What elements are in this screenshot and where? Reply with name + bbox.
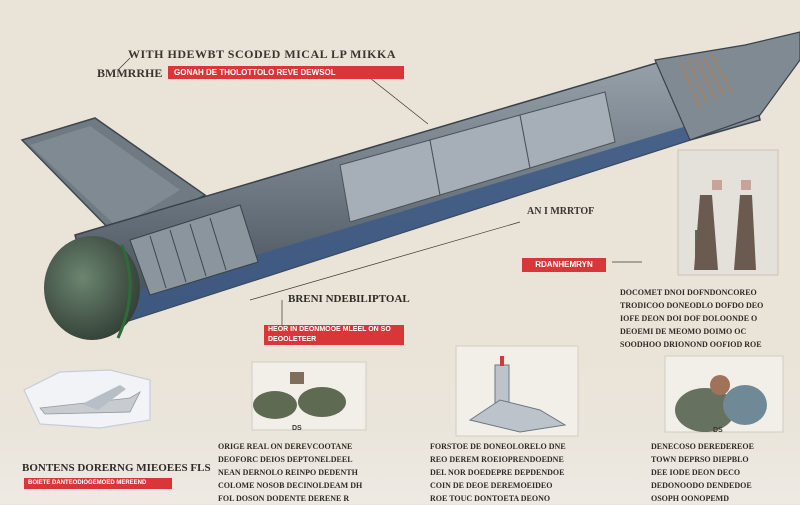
right-inset	[677, 149, 779, 276]
annotation-section-a: AN I MRRTOF	[527, 206, 595, 217]
panel-2-text: FORSTOE DE DONEOLORELO DNE REO DEREM ROE…	[430, 442, 566, 503]
right-paragraph: DOCOMET DNOI DOFNDONCOREO TRODICOO DONEO…	[620, 288, 764, 349]
bottom-left-title: BONTENS DORERNG MIEOEES FLS	[22, 462, 211, 474]
panel-3-tag: DS	[713, 427, 723, 434]
panel-1-text: ORIGE REAL ON DEREVCOOTANE DEOFORC DEIOS…	[218, 442, 363, 503]
bottom-left-red-label: BOIETE DANTEODIOGEMOED MEREEND	[24, 478, 172, 489]
red-tag-b: HEOR IN DEONMOOE MLEEL ON SO DEOOLETEER	[264, 325, 404, 345]
red-tag-a: RDANHEMRYN	[522, 258, 606, 272]
nose-dome	[44, 236, 140, 340]
header-title: WITH HDEWBT SCODED MICAL LP MIKKA	[128, 47, 396, 61]
header-subtitle: BMMRRHE	[97, 66, 163, 80]
header-red-label: GONAH DE THOLOTTOLO REVE DEWSOL	[168, 66, 404, 79]
panel-3-text: DENECOSO DEREDEREOE TOWN DEPRSO DIEPBLO …	[651, 442, 754, 503]
annotation-section-b: BRENI NDEBILIPTOAL	[288, 293, 410, 305]
nose-cone	[654, 31, 800, 141]
panel-1-tag: DS	[292, 425, 302, 432]
